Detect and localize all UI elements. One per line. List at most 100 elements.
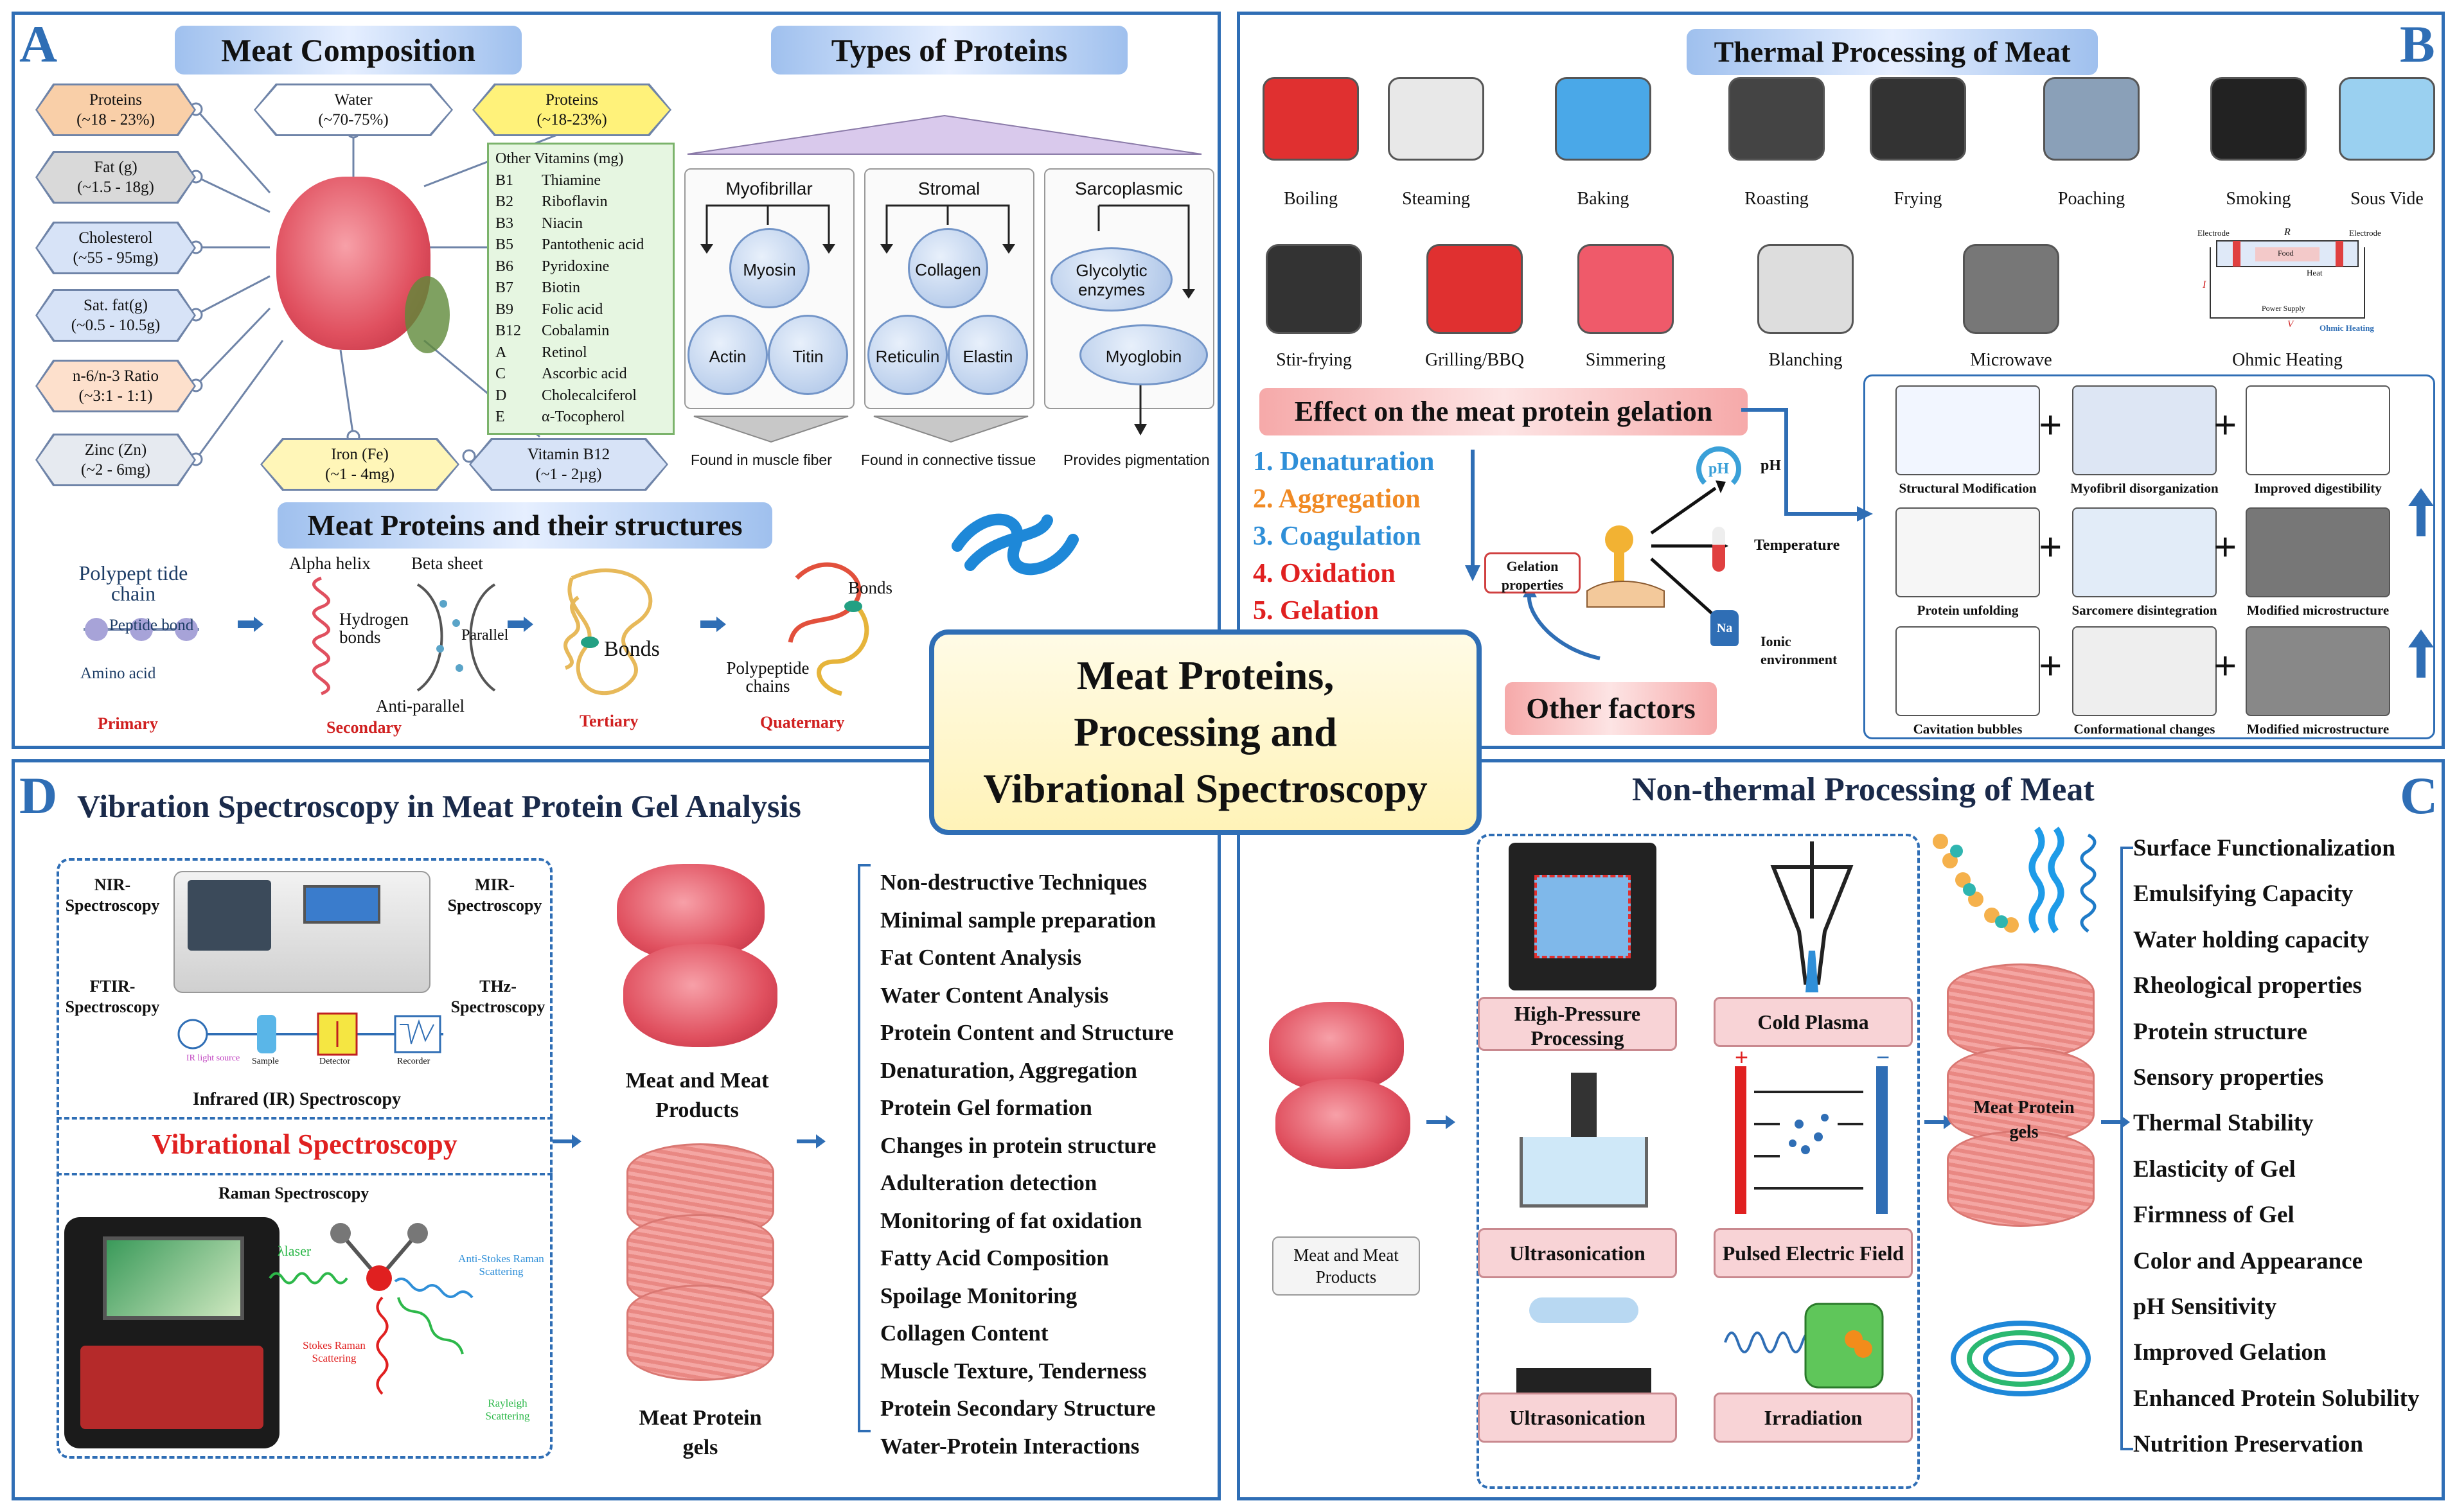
actin-circle: Actin <box>687 315 768 395</box>
beta-sheet-image <box>416 583 496 692</box>
hydrogen-bonds-label: Hydrogen bonds <box>339 610 409 647</box>
vitamin-code: C <box>495 365 506 382</box>
vitamin-name: Cobalamin <box>542 322 610 339</box>
application-item: Water Content Analysis <box>880 982 1109 1008</box>
stokes-label: Stokes Raman Scattering <box>303 1339 366 1364</box>
thermometer-icon <box>1712 527 1725 572</box>
method-blanching-icon <box>1757 244 1854 334</box>
method-label: Smoking <box>2226 189 2291 209</box>
gelation-step: 3. Coagulation <box>1253 522 1421 551</box>
hex-fat: Fat (g)(~1.5 - 18g) <box>37 153 194 202</box>
protein-structures-title: Meat Proteins and their structures <box>278 502 772 549</box>
c-flow-arrow-right <box>1924 1115 1953 1129</box>
gelation-step: 1. Denaturation <box>1253 447 1435 477</box>
property-item: pH Sensitivity <box>2133 1294 2277 1321</box>
hex-proteins-right: Proteins(~18-23%) <box>474 85 670 134</box>
collagen-circle: Collagen <box>908 228 988 308</box>
application-item: Protein Content and Structure <box>880 1020 1174 1045</box>
effect-image <box>1895 626 2040 716</box>
method-steaming-icon <box>1388 77 1484 161</box>
property-item: Sensory properties <box>2133 1064 2324 1091</box>
anti-stokes-label: Anti-Stokes Raman Scattering <box>458 1253 544 1278</box>
property-item: Rheological properties <box>2133 972 2362 999</box>
application-item: Changes in protein structure <box>880 1132 1157 1158</box>
c-flow-arrows <box>1426 1115 1455 1129</box>
vitamin-code: A <box>495 344 507 361</box>
anti-parallel-label: Anti-parallel <box>376 696 465 716</box>
property-item: Enhanced Protein Solubility <box>2133 1385 2420 1412</box>
plus-icon: + <box>2039 402 2062 448</box>
c-meat-image-1 <box>1269 1002 1404 1092</box>
vitamin-name: Pyridoxine <box>542 258 610 275</box>
cold-plasma-image <box>1770 841 1854 992</box>
recorder-label: Recorder <box>397 1057 430 1066</box>
c-gel-image-2 <box>1947 1047 2095 1143</box>
spectrometer-lid <box>188 880 271 951</box>
myofibrillar-caption: Found in muscle fiber <box>691 452 832 468</box>
effect-image <box>2072 385 2217 475</box>
ph-gauge-icon: pH <box>1696 446 1741 491</box>
method-frying-icon <box>1870 77 1966 161</box>
beta-sheet-label: Beta sheet <box>411 554 483 573</box>
glycolytic-enzymes-oval: Glycolytic enzymes <box>1051 247 1173 312</box>
amino-chain-image <box>1933 827 2097 933</box>
effect-label: Conformational changes <box>2073 721 2215 737</box>
myoglobin-oval: Myoglobin <box>1079 324 1208 385</box>
nir-label: NIR-Spectroscopy <box>65 875 160 915</box>
plus-icon: + <box>2213 643 2237 689</box>
primary-structure-image <box>84 618 199 641</box>
hex-vitamin-b12: Vitamin B12(~1 - 2µg) <box>471 440 666 489</box>
effect-label: Protein unfolding <box>1917 602 2019 618</box>
effect-label: Modified microstructure <box>2246 721 2390 737</box>
meat-products-image-2 <box>623 944 777 1047</box>
method-grilling-bbq-icon <box>1426 244 1523 334</box>
center-title-line1: Meat Proteins, <box>1076 653 1335 698</box>
protein-type-bottom-arrows <box>693 416 1029 443</box>
nonthermal-method-label: Irradiation <box>1714 1393 1913 1443</box>
protein-type-arrows <box>700 204 1195 435</box>
property-item: Thermal Stability <box>2133 1110 2314 1137</box>
gelation-properties-box: Gelation properties <box>1484 552 1581 593</box>
vitamin-name: Riboflavin <box>542 193 608 210</box>
method-label: Blanching <box>1768 350 1843 370</box>
raman-screen <box>103 1236 244 1320</box>
method-microwave-icon <box>1963 244 2059 334</box>
spectroscopy-frame <box>57 858 553 1459</box>
svg-text:−: − <box>1876 1044 1890 1070</box>
application-item: Water-Protein Interactions <box>880 1433 1140 1459</box>
method-label: Grilling/BBQ <box>1424 350 1524 370</box>
method-label: Roasting <box>1744 189 1809 209</box>
application-item: Denaturation, Aggregation <box>880 1057 1137 1083</box>
raman-scattering-image <box>269 1223 474 1395</box>
alpha-helix-label: Alpha helix <box>289 554 371 573</box>
svg-text:+: + <box>1735 1044 1748 1070</box>
effect-label: Structural Modification <box>1899 480 2037 496</box>
factor-temperature: Temperature <box>1754 537 1840 554</box>
sarcoplasmic-label: Sarcoplasmic <box>1074 179 1184 198</box>
hex-iron: Iron (Fe)(~1 - 4mg) <box>262 440 457 489</box>
sarcoplasmic-caption: Provides pigmentation <box>1063 452 1210 468</box>
ultrasonication-image-2 <box>1510 1297 1658 1400</box>
method-label: Poaching <box>2057 189 2125 209</box>
panel-b-letter: B <box>2400 15 2435 73</box>
ir-source-label: IR light source <box>186 1053 240 1063</box>
effect-label: Modified microstructure <box>2246 602 2390 618</box>
method-poaching-icon <box>2043 77 2140 161</box>
application-item: Adulteration detection <box>880 1170 1097 1195</box>
center-title-line2: Processing and <box>1074 709 1337 755</box>
peptide-bond-label: Peptide bond <box>109 617 194 634</box>
reticulin-circle: Reticulin <box>867 315 948 395</box>
effect-label: Improved digestibility <box>2254 480 2382 496</box>
panel-c-title: Non-thermal Processing of Meat <box>1632 771 2095 808</box>
hpp-image <box>1509 843 1656 990</box>
plus-icon: + <box>2039 524 2062 570</box>
property-item: Improved Gelation <box>2133 1339 2327 1366</box>
method-label: Stir-frying <box>1276 350 1352 370</box>
effect-up-arrows <box>2408 488 2434 678</box>
hex-proteins-left: Proteins(~18 - 23%) <box>37 85 194 134</box>
method-label: Microwave <box>1970 350 2052 370</box>
